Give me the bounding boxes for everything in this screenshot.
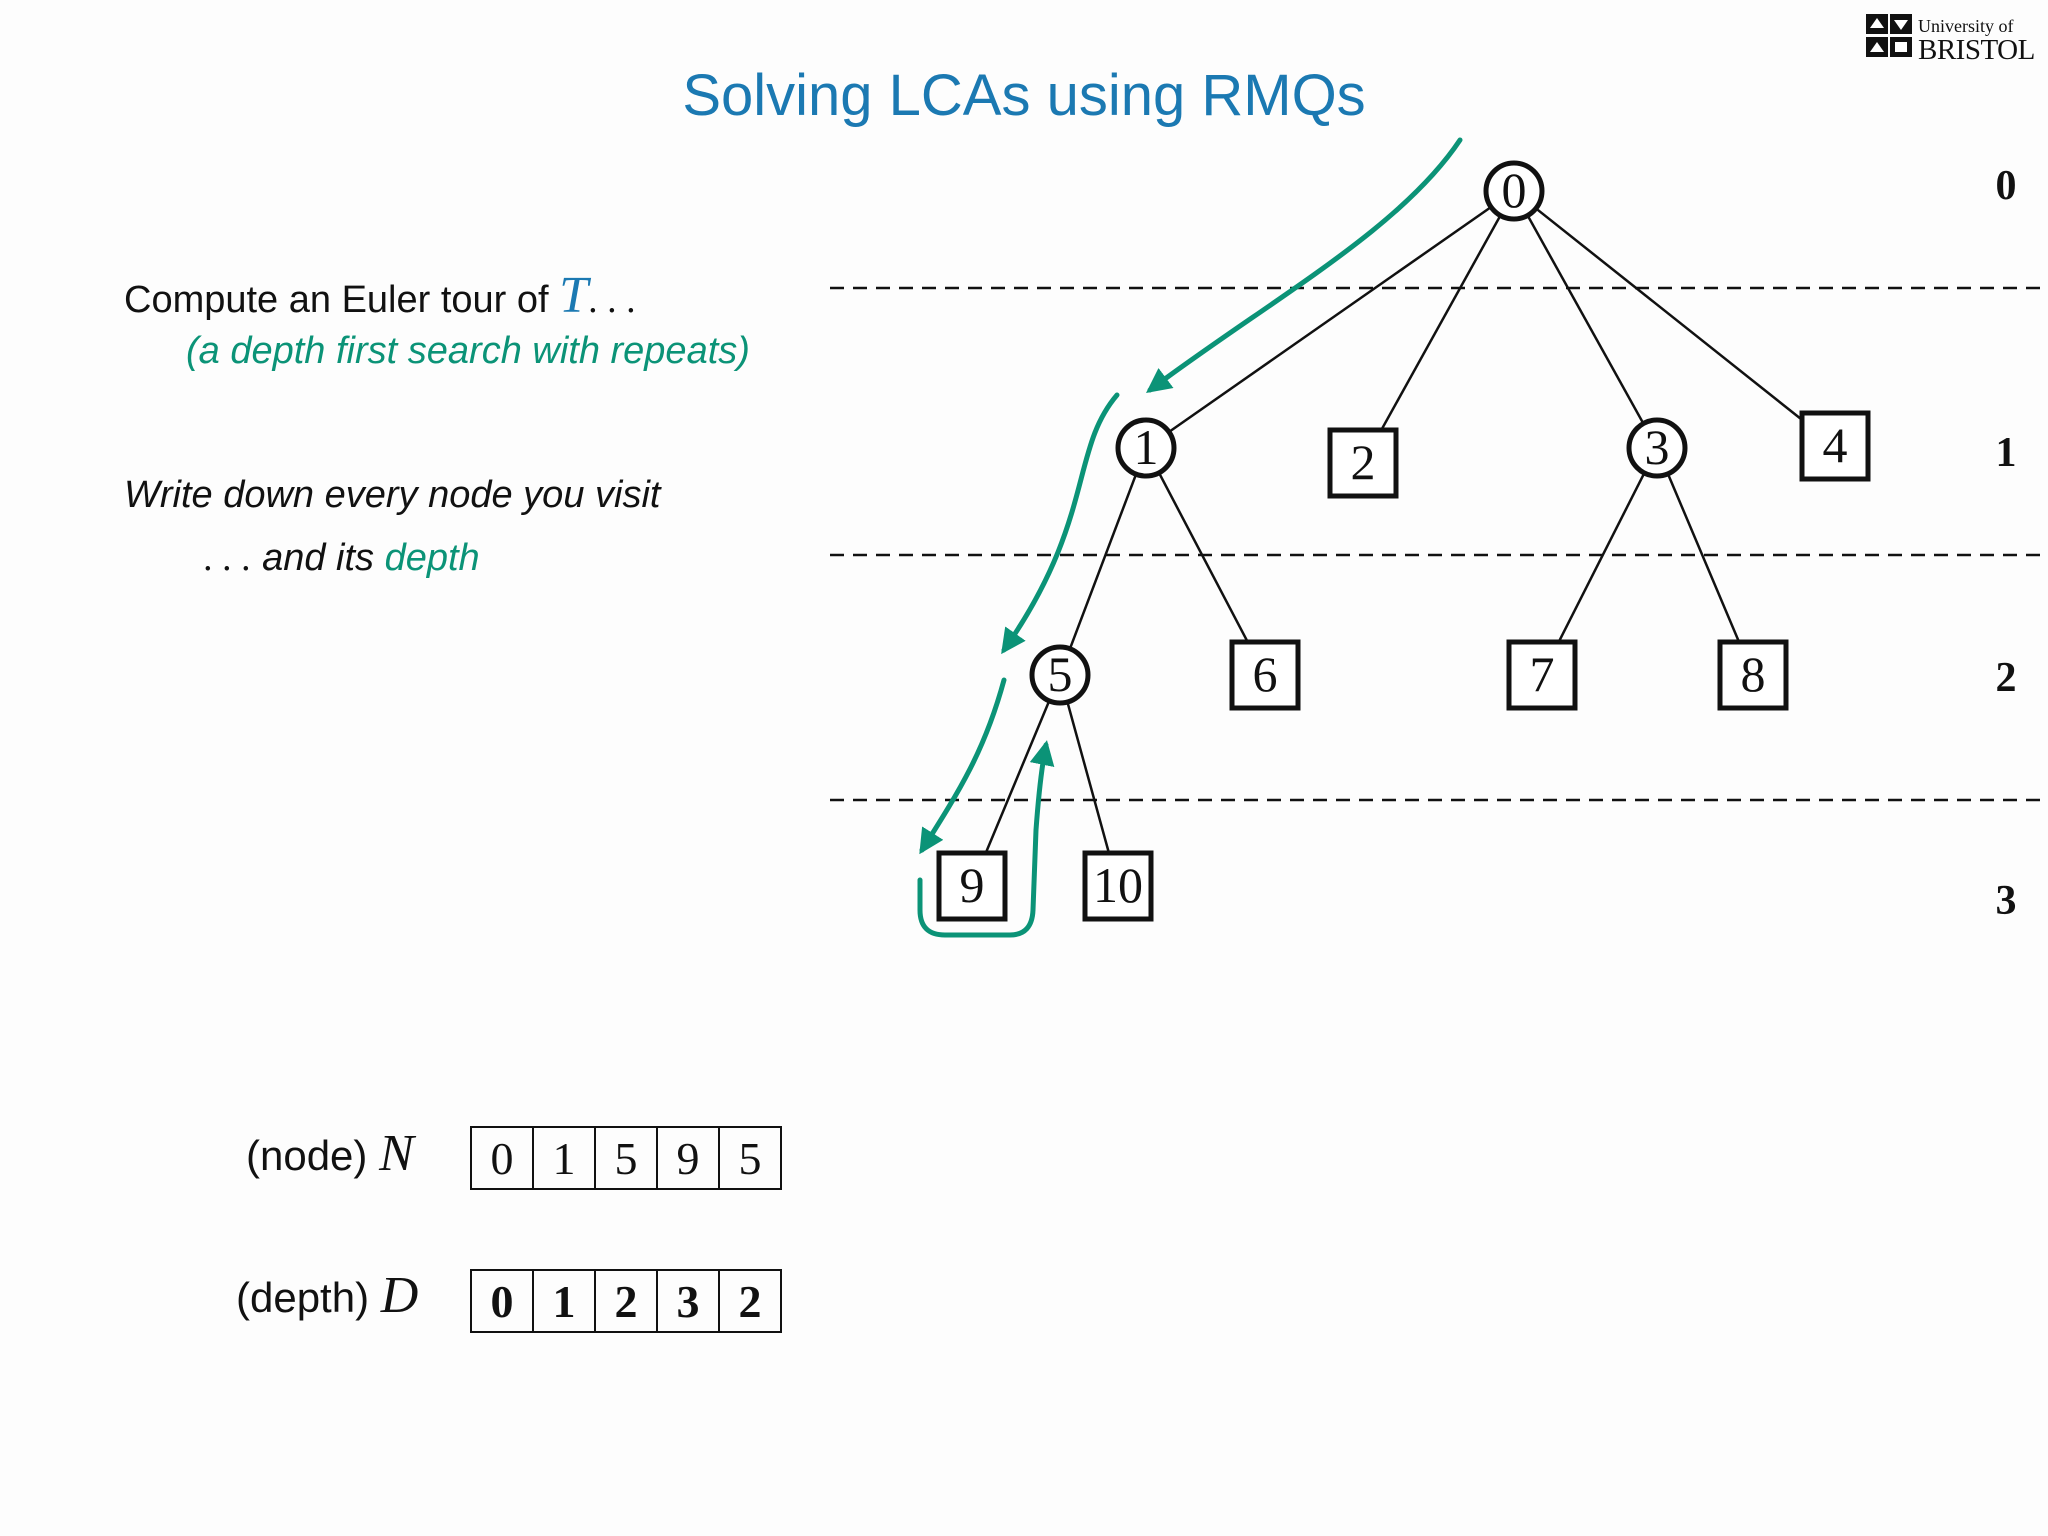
- ellipsis: . . .: [588, 279, 636, 321]
- array-cell: 0: [472, 1128, 534, 1188]
- level-dividers: [830, 286, 2048, 802]
- level-labels: 0 1 2 3: [1996, 163, 2017, 924]
- tree-node-9: 9: [936, 850, 1008, 922]
- depth-array-var: D: [380, 1267, 419, 1324]
- node-label: 9: [960, 857, 985, 913]
- node-label: 0: [1502, 162, 1527, 218]
- node-label: 4: [1823, 417, 1848, 473]
- tree-node-1: 1: [1115, 417, 1177, 479]
- instruction-line-1-text: Compute an Euler tour of: [124, 279, 549, 321]
- array-cell: 2: [738, 1275, 762, 1327]
- array-cell: 0: [472, 1271, 534, 1331]
- tree-node-6: 6: [1229, 639, 1301, 711]
- depth-word: depth: [384, 537, 480, 579]
- tree-node-2: 2: [1327, 427, 1399, 499]
- crest-icon: [1866, 14, 1912, 57]
- tree-node-7: 7: [1506, 639, 1578, 711]
- tour-arrow-1-to-5: [1001, 392, 1120, 655]
- node-label: 3: [1645, 419, 1670, 475]
- depth-array-label: (depth) D: [236, 1266, 418, 1325]
- node-array-label-text: (node): [246, 1132, 368, 1179]
- node-array-label: (node) N: [246, 1124, 414, 1183]
- tree-edge: [1361, 190, 1516, 464]
- node-label: 10: [1093, 857, 1143, 913]
- tree-node-8: 8: [1717, 639, 1789, 711]
- tree-node-3: 3: [1626, 417, 1688, 479]
- level-label: 3: [1996, 878, 2017, 924]
- array-cell: 5: [596, 1128, 658, 1188]
- instruction-line-4-text: and its: [262, 537, 375, 579]
- logo-text-line1: University of: [1918, 16, 2014, 36]
- tree-node-10: 10: [1082, 850, 1154, 922]
- tree-node-5: 5: [1029, 644, 1091, 706]
- node-label: 7: [1530, 646, 1555, 702]
- instruction-line-2: (a depth first search with repeats): [186, 330, 750, 372]
- tree-edge: [1144, 447, 1267, 676]
- ellipsis: . . .: [204, 537, 252, 579]
- level-label: 0: [1996, 163, 2017, 209]
- university-logo: University of BRISTOL: [1866, 12, 2036, 66]
- node-label: 8: [1741, 646, 1766, 702]
- array-cell: 1: [534, 1128, 596, 1188]
- node-array-var: N: [379, 1125, 414, 1182]
- node-label: 5: [1048, 646, 1073, 702]
- array-cell: 3: [658, 1271, 720, 1331]
- instruction-line-1: Compute an Euler tour of T. . .: [124, 266, 636, 325]
- array-cell: 5: [738, 1132, 762, 1184]
- tree-node-0: 0: [1483, 160, 1545, 222]
- tour-arrow-root-to-1: [1145, 137, 1463, 393]
- level-label: 2: [1996, 655, 2017, 701]
- tree-edge: [1512, 190, 1659, 449]
- level-label: 1: [1996, 430, 2017, 476]
- tour-arrow-9-to-5: [917, 740, 1055, 938]
- tree-variable: T: [559, 267, 589, 324]
- instruction-line-4: . . . and its depth: [204, 536, 480, 580]
- tree-node-4: 4: [1799, 410, 1871, 482]
- slide-title: Solving LCAs using RMQs: [682, 63, 1366, 128]
- tour-arrow-5-to-9: [919, 677, 1007, 855]
- euler-tour-path: [917, 137, 1463, 938]
- tree-edge: [1513, 190, 1836, 447]
- tree-edges: [970, 189, 1836, 887]
- instruction-line-3: Write down every node you visit: [124, 474, 661, 516]
- depth-array-label-text: (depth): [236, 1274, 370, 1321]
- tree-edge: [1540, 447, 1659, 676]
- logo-text-line2: BRISTOL: [1918, 34, 2035, 66]
- tree-nodes: 0 1 2 3 4 5 6 7 8 9 10: [936, 160, 1871, 922]
- tree-edge: [1058, 447, 1148, 676]
- array-cell: 1: [534, 1271, 596, 1331]
- tree-edge: [1145, 189, 1515, 450]
- tree-edge: [1655, 447, 1755, 676]
- node-label: 1: [1134, 419, 1159, 475]
- node-label: 2: [1351, 434, 1376, 490]
- array-cell: 9: [658, 1128, 720, 1188]
- array-cell: 2: [596, 1271, 658, 1331]
- node-label: 6: [1253, 646, 1278, 702]
